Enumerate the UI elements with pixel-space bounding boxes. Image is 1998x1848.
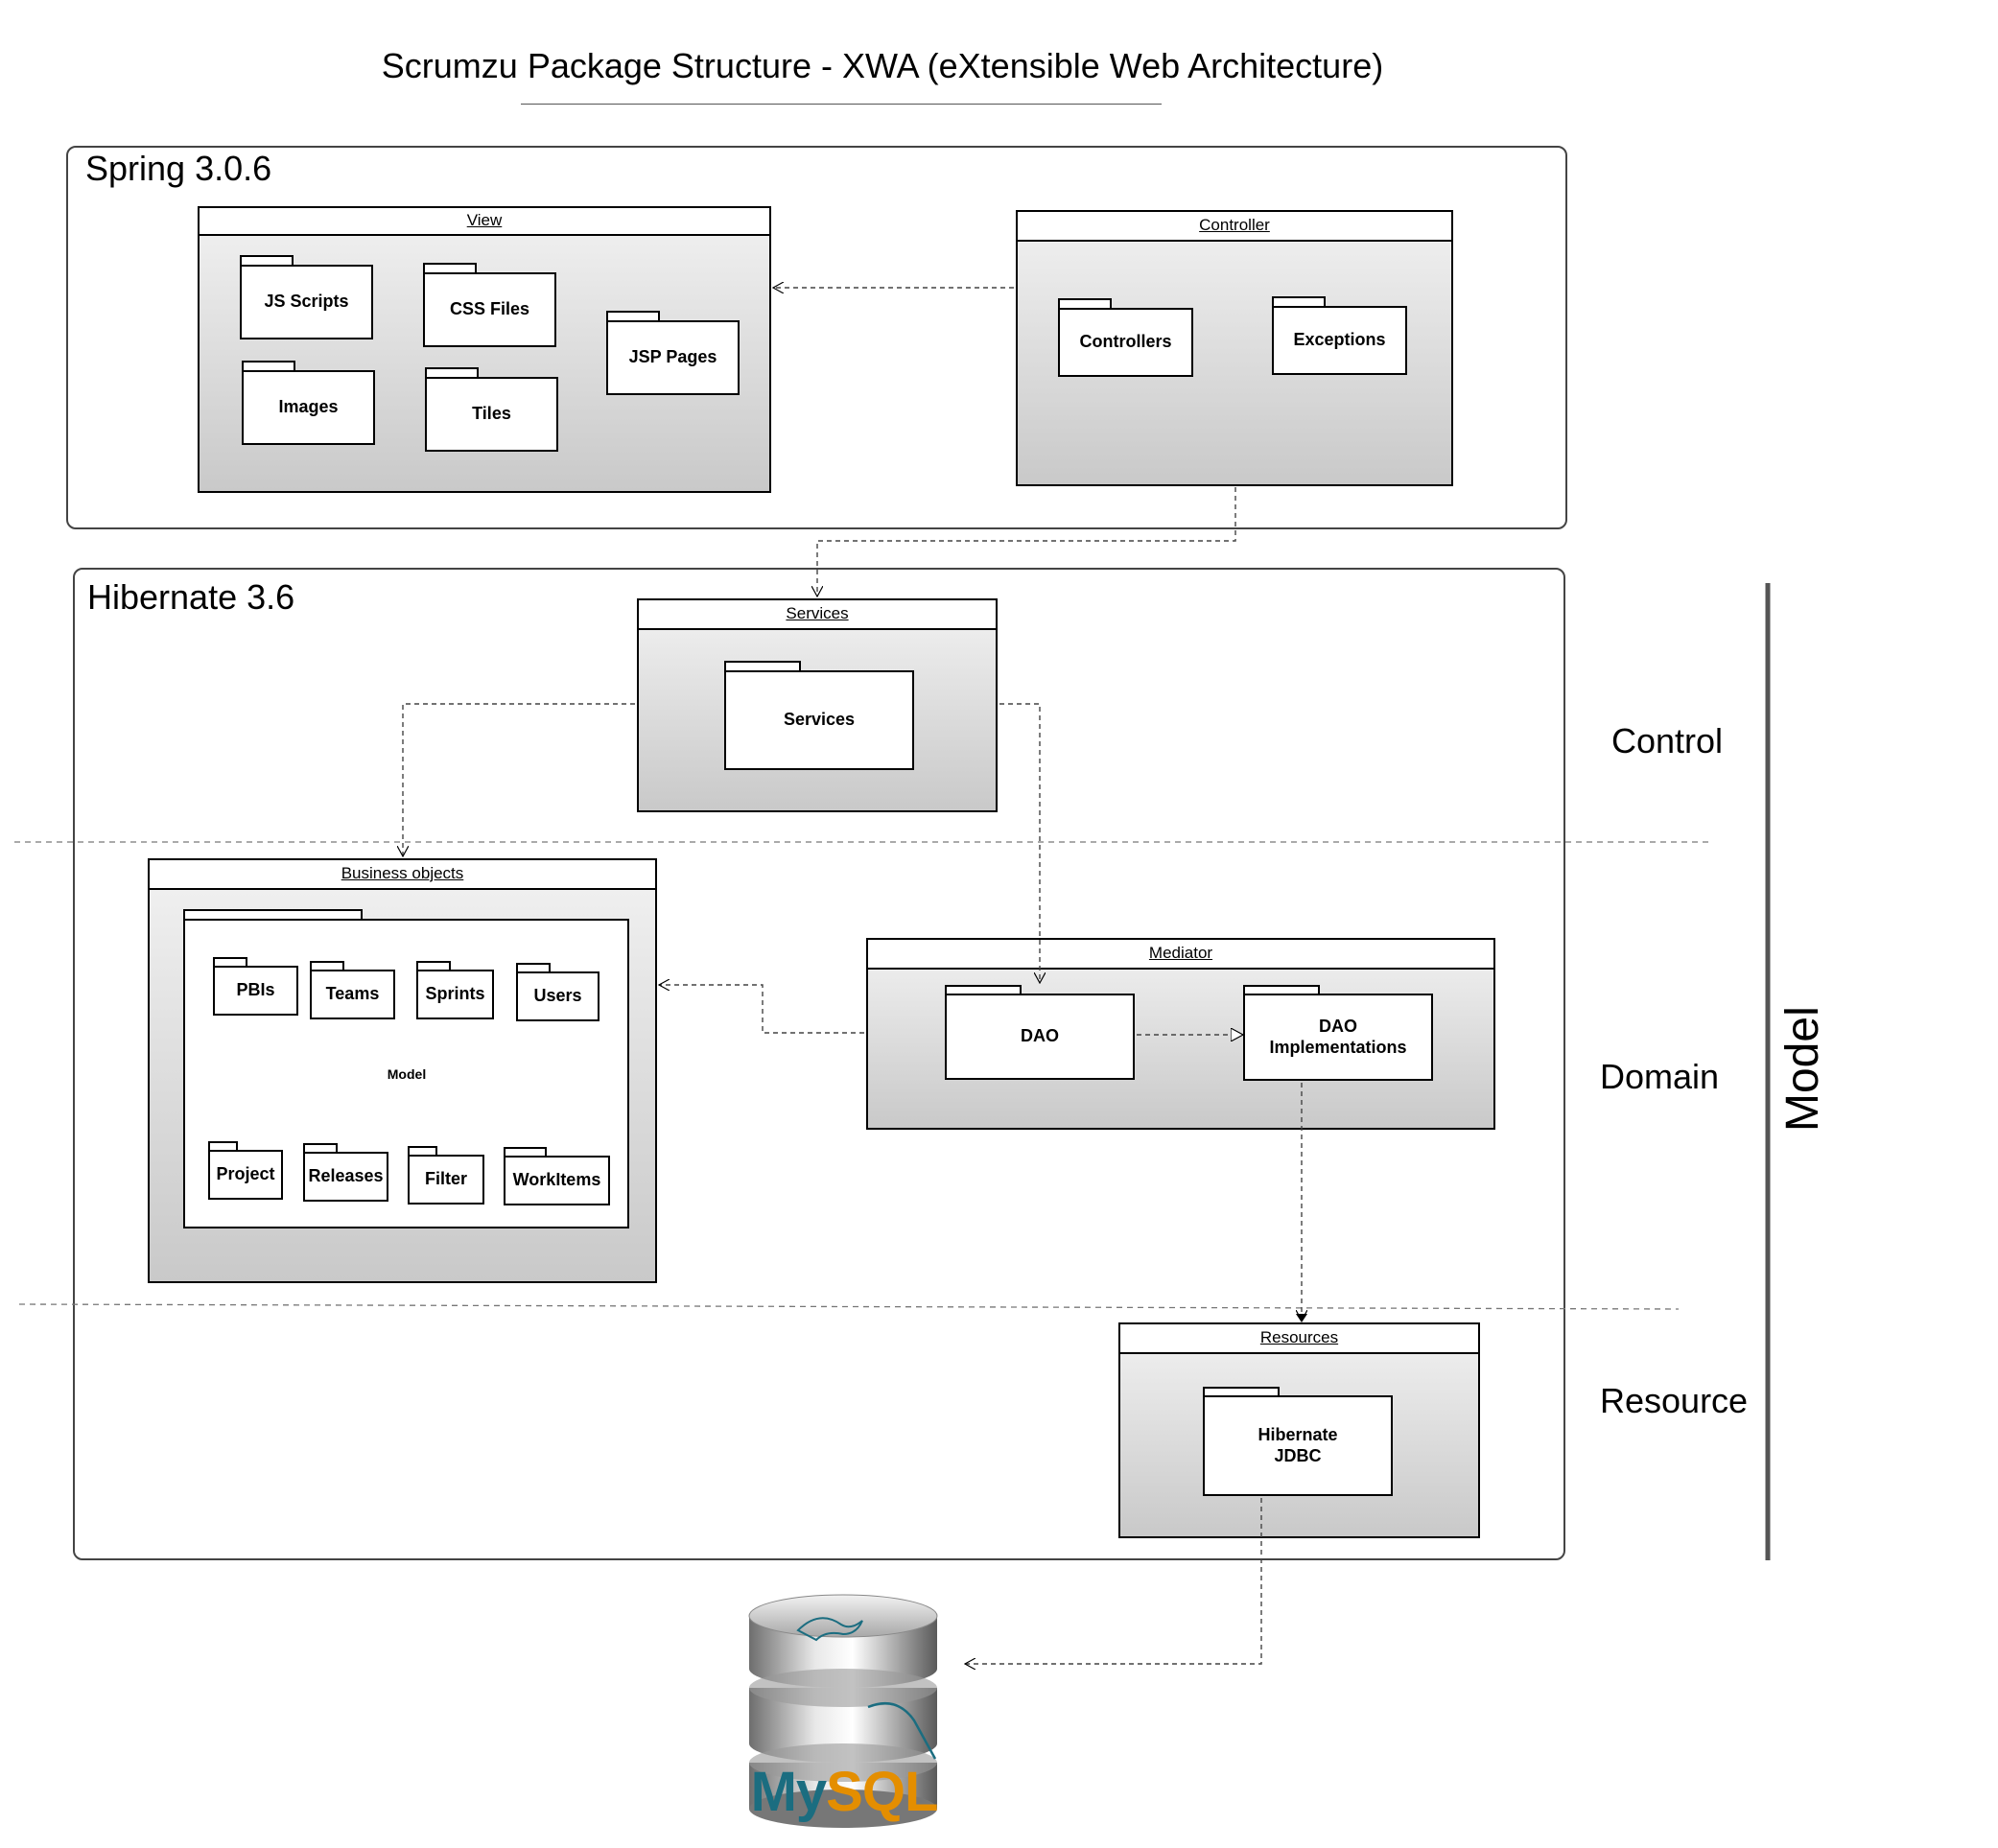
- controllers-package: Controllers: [1058, 308, 1193, 377]
- domain-resource-separator: [18, 1303, 1680, 1310]
- users-tab: [516, 963, 551, 973]
- model-package-label: Model: [387, 1066, 427, 1082]
- images-tab: [242, 361, 295, 371]
- releases-tab: [303, 1143, 338, 1154]
- exceptions-tab: [1272, 296, 1326, 307]
- dao-implementations-package: DAO Implementations: [1243, 994, 1433, 1081]
- jsp-pages-tab: [606, 311, 660, 321]
- dao-tab: [945, 985, 1022, 995]
- exceptions-package: Exceptions: [1272, 306, 1407, 375]
- teams-package: Teams: [310, 970, 395, 1019]
- project-tab: [208, 1141, 238, 1152]
- view-package-title: View: [200, 208, 769, 236]
- services-sub-package: Services: [724, 670, 914, 770]
- resources-package-title: Resources: [1120, 1324, 1478, 1354]
- mediator-to-business-arrow: [659, 985, 864, 1034]
- users-package: Users: [516, 971, 599, 1021]
- dao-package: DAO: [945, 994, 1135, 1080]
- css-files-tab: [423, 263, 477, 273]
- jsp-pages-package: JSP Pages: [606, 320, 740, 395]
- pbis-package: PBIs: [213, 966, 298, 1016]
- hibernate-jdbc-package: Hibernate JDBC: [1203, 1395, 1393, 1496]
- tiles-package: Tiles: [425, 377, 558, 452]
- control-layer-label: Control: [1611, 721, 1724, 760]
- images-package: Images: [242, 370, 375, 445]
- mediator-package-title: Mediator: [868, 940, 1493, 970]
- tiles-tab: [425, 367, 479, 378]
- services-package-title: Services: [639, 600, 996, 630]
- services-sub-tab: [724, 661, 801, 671]
- title-underline: [521, 104, 1162, 105]
- js-scripts-tab: [240, 255, 294, 266]
- teams-tab: [310, 961, 344, 971]
- sprints-tab: [416, 961, 451, 971]
- hibernate-region-label: Hibernate 3.6: [87, 577, 295, 617]
- mysql-logo: MySQL: [729, 1760, 959, 1824]
- controller-to-services-arrow: [817, 487, 1236, 597]
- sprints-package: Sprints: [416, 970, 494, 1019]
- mysql-database-icon: [748, 1594, 938, 1828]
- spring-region-label: Spring 3.0.6: [85, 149, 272, 188]
- business-objects-package-title: Business objects: [150, 860, 655, 890]
- project-package: Project: [208, 1150, 283, 1200]
- css-files-package: CSS Files: [423, 272, 556, 347]
- controller-package-title: Controller: [1018, 212, 1451, 242]
- mysql-logo-my: My: [750, 1761, 828, 1823]
- services-to-dao-arrow: [999, 703, 1040, 983]
- jdbc-to-database-arrow: [965, 1498, 1262, 1664]
- model-package-tab: [183, 909, 363, 920]
- hibernate-jdbc-tab: [1203, 1387, 1280, 1397]
- workitems-package: WorkItems: [504, 1156, 610, 1205]
- hibernate-region: [73, 568, 1565, 1560]
- releases-package: Releases: [303, 1152, 388, 1202]
- controllers-tab: [1058, 298, 1112, 309]
- domain-layer-label: Domain: [1600, 1057, 1720, 1096]
- pbis-tab: [213, 957, 247, 968]
- filter-package: Filter: [408, 1155, 484, 1205]
- filter-tab: [408, 1146, 437, 1157]
- mysql-logo-sql: SQL: [826, 1761, 938, 1823]
- resource-layer-label: Resource: [1600, 1381, 1749, 1420]
- js-scripts-package: JS Scripts: [240, 265, 373, 339]
- dao-implementations-tab: [1243, 985, 1320, 995]
- diagram-title: Scrumzu Package Structure - XWA (eXtensi…: [381, 46, 1384, 85]
- services-to-business-arrow: [403, 703, 635, 856]
- workitems-tab: [504, 1147, 547, 1158]
- spring-region: [66, 146, 1567, 529]
